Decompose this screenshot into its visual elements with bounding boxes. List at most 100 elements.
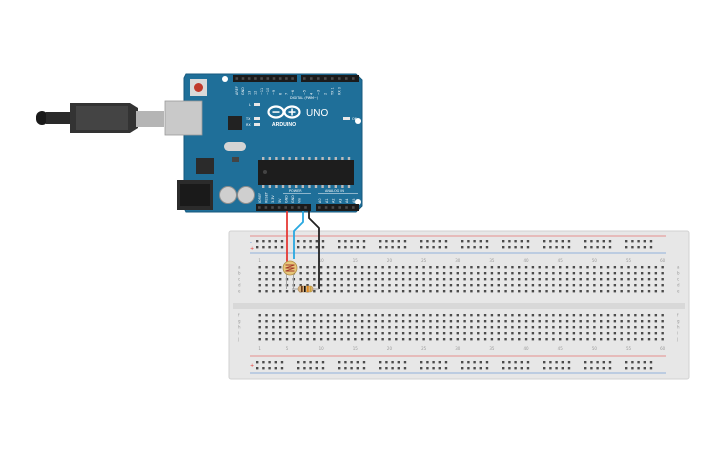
- terminal-hole[interactable]: [265, 290, 268, 293]
- rail-hole[interactable]: [379, 367, 382, 370]
- terminal-hole[interactable]: [333, 332, 337, 335]
- terminal-hole[interactable]: [572, 266, 576, 269]
- terminal-hole[interactable]: [606, 314, 610, 317]
- terminal-hole[interactable]: [559, 326, 562, 329]
- rail-hole[interactable]: [403, 240, 407, 243]
- terminal-hole[interactable]: [600, 326, 603, 329]
- terminal-hole[interactable]: [401, 290, 405, 293]
- terminal-hole[interactable]: [572, 290, 576, 293]
- wire-black-gnd[interactable]: [308, 211, 320, 289]
- rail-hole[interactable]: [280, 240, 284, 243]
- terminal-hole[interactable]: [613, 284, 617, 287]
- rail-hole[interactable]: [432, 367, 435, 370]
- rail-hole[interactable]: [555, 367, 558, 370]
- rail-hole[interactable]: [309, 246, 312, 249]
- terminal-hole[interactable]: [511, 338, 514, 341]
- terminal-hole[interactable]: [319, 290, 323, 293]
- terminal-hole[interactable]: [654, 314, 658, 317]
- rail-hole[interactable]: [520, 367, 523, 370]
- terminal-hole[interactable]: [401, 332, 405, 335]
- terminal-hole[interactable]: [661, 314, 664, 317]
- terminal-hole[interactable]: [429, 326, 432, 329]
- rail-hole[interactable]: [543, 240, 546, 243]
- header-hole[interactable]: [271, 206, 274, 209]
- rail-hole[interactable]: [391, 361, 394, 364]
- terminal-hole[interactable]: [292, 338, 296, 341]
- terminal-hole[interactable]: [497, 284, 500, 287]
- terminal-hole[interactable]: [429, 266, 432, 269]
- header-hole[interactable]: [235, 77, 239, 80]
- terminal-hole[interactable]: [565, 266, 569, 269]
- rail-hole[interactable]: [637, 246, 640, 249]
- header-hole[interactable]: [331, 206, 335, 209]
- terminal-hole[interactable]: [470, 278, 473, 281]
- terminal-hole[interactable]: [395, 284, 398, 287]
- rail-hole[interactable]: [461, 246, 464, 249]
- rail-hole[interactable]: [596, 361, 599, 364]
- terminal-hole[interactable]: [333, 290, 337, 293]
- terminal-hole[interactable]: [456, 320, 459, 323]
- terminal-hole[interactable]: [326, 332, 330, 335]
- terminal-hole[interactable]: [319, 314, 323, 317]
- terminal-hole[interactable]: [449, 320, 453, 323]
- terminal-hole[interactable]: [456, 266, 459, 269]
- terminal-hole[interactable]: [456, 326, 459, 329]
- terminal-hole[interactable]: [654, 326, 658, 329]
- header-hole[interactable]: [266, 77, 270, 80]
- terminal-hole[interactable]: [477, 338, 480, 341]
- terminal-hole[interactable]: [367, 320, 371, 323]
- terminal-hole[interactable]: [600, 266, 603, 269]
- terminal-hole[interactable]: [415, 278, 418, 281]
- terminal-hole[interactable]: [388, 278, 391, 281]
- rail-hole[interactable]: [438, 240, 441, 243]
- header-hole[interactable]: [317, 77, 320, 80]
- rail-hole[interactable]: [637, 240, 640, 243]
- terminal-hole[interactable]: [511, 272, 514, 275]
- rail-hole[interactable]: [649, 367, 653, 370]
- terminal-hole[interactable]: [388, 314, 391, 317]
- terminal-hole[interactable]: [586, 320, 589, 323]
- terminal-hole[interactable]: [518, 332, 521, 335]
- terminal-hole[interactable]: [545, 314, 548, 317]
- rail-hole[interactable]: [561, 246, 564, 249]
- terminal-hole[interactable]: [490, 290, 494, 293]
- rail-hole[interactable]: [584, 246, 587, 249]
- rail-hole[interactable]: [385, 240, 388, 243]
- terminal-hole[interactable]: [408, 314, 412, 317]
- terminal-hole[interactable]: [606, 332, 610, 335]
- rail-hole[interactable]: [280, 246, 284, 249]
- terminal-hole[interactable]: [429, 338, 432, 341]
- terminal-hole[interactable]: [661, 278, 664, 281]
- terminal-hole[interactable]: [647, 284, 651, 287]
- terminal-hole[interactable]: [278, 284, 282, 287]
- terminal-hole[interactable]: [258, 338, 261, 341]
- terminal-hole[interactable]: [552, 290, 555, 293]
- terminal-hole[interactable]: [483, 332, 487, 335]
- terminal-hole[interactable]: [313, 278, 316, 281]
- rail-hole[interactable]: [473, 246, 476, 249]
- terminal-hole[interactable]: [531, 326, 535, 329]
- terminal-hole[interactable]: [285, 314, 289, 317]
- terminal-hole[interactable]: [333, 272, 337, 275]
- terminal-hole[interactable]: [333, 320, 337, 323]
- rail-hole[interactable]: [631, 361, 634, 364]
- terminal-hole[interactable]: [354, 284, 357, 287]
- terminal-hole[interactable]: [306, 314, 309, 317]
- terminal-hole[interactable]: [538, 278, 541, 281]
- terminal-hole[interactable]: [367, 278, 371, 281]
- terminal-hole[interactable]: [388, 290, 391, 293]
- terminal-hole[interactable]: [408, 278, 412, 281]
- rail-hole[interactable]: [561, 361, 564, 364]
- terminal-hole[interactable]: [545, 290, 548, 293]
- terminal-hole[interactable]: [565, 290, 569, 293]
- terminal-hole[interactable]: [401, 266, 405, 269]
- terminal-hole[interactable]: [429, 314, 432, 317]
- terminal-hole[interactable]: [627, 290, 630, 293]
- rail-hole[interactable]: [561, 367, 564, 370]
- terminal-hole[interactable]: [579, 290, 582, 293]
- terminal-hole[interactable]: [436, 290, 439, 293]
- terminal-hole[interactable]: [292, 332, 296, 335]
- header-hole[interactable]: [247, 77, 251, 80]
- terminal-hole[interactable]: [360, 320, 364, 323]
- terminal-hole[interactable]: [647, 278, 651, 281]
